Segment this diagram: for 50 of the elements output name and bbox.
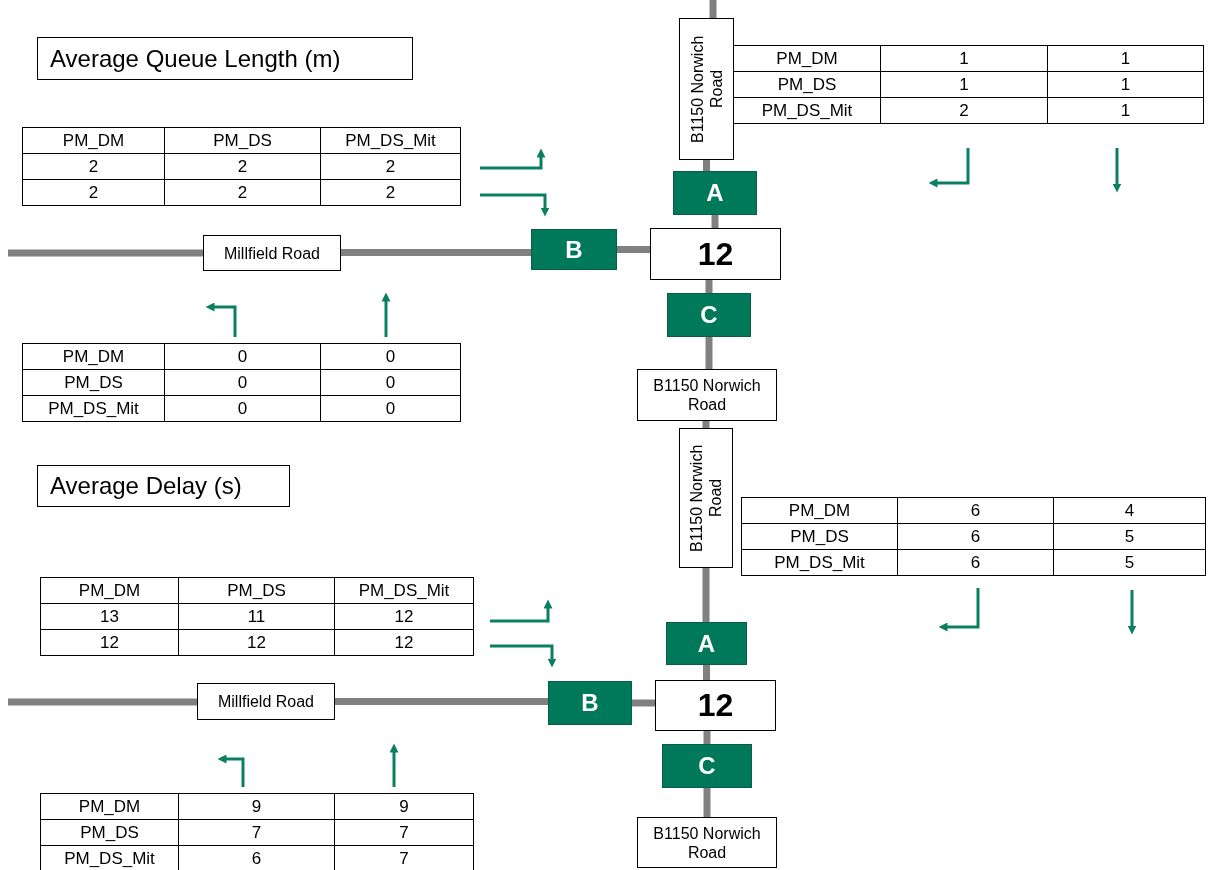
table-cell: 12 <box>334 629 474 656</box>
table-cell: PM_DM <box>741 497 898 524</box>
junction-arm-box: C <box>667 293 751 337</box>
junction-arm-box: A <box>666 622 747 665</box>
road-line <box>703 731 711 744</box>
table-cell: 2 <box>22 179 165 206</box>
panel-heading: Average Queue Length (m) <box>37 37 413 80</box>
table-cell: PM_DS_Mit <box>741 549 898 576</box>
table-cell: 2 <box>320 179 461 206</box>
road-name-box: Millfield Road <box>203 235 341 271</box>
road-line <box>705 337 713 369</box>
junction-arm-box: A <box>673 171 757 215</box>
table-cell: PM_DM <box>40 577 179 604</box>
table-cell: 4 <box>1053 497 1206 524</box>
table-cell: PM_DM <box>40 793 179 820</box>
table-cell: 0 <box>320 395 461 422</box>
road-line <box>341 249 531 256</box>
junction-number-box: 12 <box>655 680 776 731</box>
road-name-box: B1150 Norwich Road <box>637 817 777 868</box>
table-cell: 9 <box>334 793 474 820</box>
road-name-box: B1150 Norwich Road <box>679 428 733 568</box>
junction-number-box: 12 <box>650 228 781 280</box>
road-name-box: Millfield Road <box>197 683 335 720</box>
table-cell: PM_DS_Mit <box>22 395 165 422</box>
table-cell: PM_DM <box>22 127 165 154</box>
table-cell: PM_DM <box>22 343 165 370</box>
table-cell: PM_DS_Mit <box>320 127 461 154</box>
table-cell: PM_DS_Mit <box>334 577 474 604</box>
road-line <box>703 160 710 171</box>
table-cell: 0 <box>320 343 461 370</box>
table-cell: 1 <box>1047 97 1204 124</box>
road-line <box>617 246 650 253</box>
table-cell: 1 <box>1047 45 1204 72</box>
junction-arm-box: B <box>531 229 617 270</box>
road-line <box>702 568 710 622</box>
road-line <box>703 788 711 817</box>
road-line <box>709 0 717 18</box>
table-cell: 12 <box>40 629 179 656</box>
road-line <box>711 215 719 228</box>
table-cell: 5 <box>1053 549 1206 576</box>
road-line <box>335 698 548 705</box>
road-name-box: B1150 Norwich Road <box>679 18 734 160</box>
road-line <box>703 665 710 680</box>
road-line <box>705 280 713 293</box>
panel-heading: Average Delay (s) <box>37 465 290 507</box>
junction-arm-box: B <box>548 681 632 725</box>
road-line <box>702 421 710 428</box>
junction-arm-box: C <box>662 744 752 788</box>
road-name-box: B1150 Norwich Road <box>637 369 777 421</box>
road-line <box>632 699 655 707</box>
